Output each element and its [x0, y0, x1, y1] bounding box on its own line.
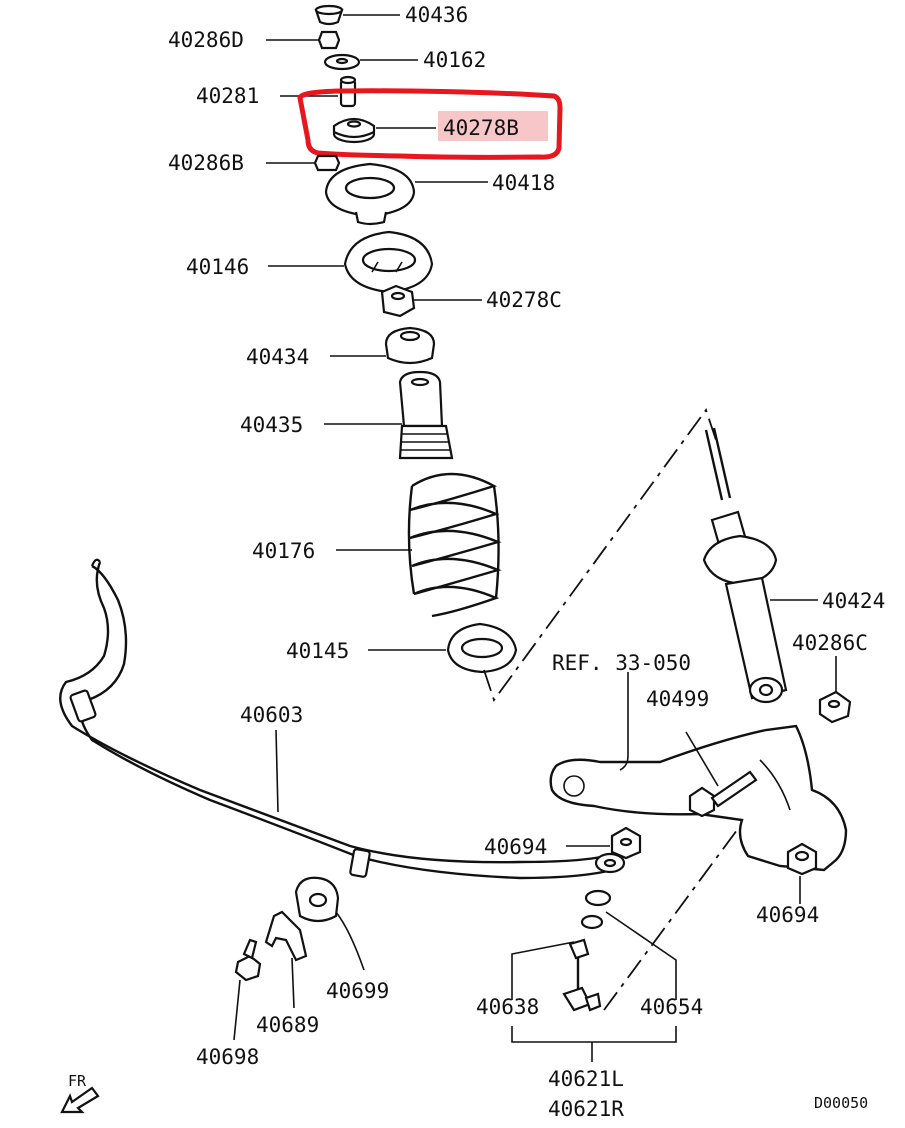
diagram-code: D00050 — [814, 1094, 868, 1112]
part-40286C-nut — [818, 690, 852, 724]
label-40146: 40146 — [186, 255, 249, 279]
part-40146-spring-seat — [343, 230, 434, 294]
leader-40654 — [605, 911, 677, 1000]
label-40162: 40162 — [423, 48, 486, 72]
link-dash-line — [603, 825, 741, 1011]
part-40436-cap — [314, 4, 344, 26]
leader-40638 — [511, 941, 575, 1000]
part-40603-stabilizer-bar — [59, 558, 626, 880]
highlight-fill-40278B — [438, 111, 548, 141]
label-40436: 40436 — [405, 3, 468, 27]
label-40434: 40434 — [246, 345, 309, 369]
part-40654-washer — [580, 889, 612, 930]
part-40424-shock-absorber — [702, 427, 788, 704]
label-40281: 40281 — [196, 84, 259, 108]
label-40435: 40435 — [240, 413, 303, 437]
leader-40699 — [335, 911, 365, 971]
part-40176-coil-spring — [407, 472, 502, 618]
highlight-box — [297, 88, 563, 160]
bracket-40621 — [511, 1026, 677, 1062]
label-40603: 40603 — [240, 703, 303, 727]
label-40424: 40424 — [822, 589, 885, 613]
part-lower-arm — [549, 724, 848, 872]
part-40435-dust-boot — [398, 370, 454, 460]
label-40638: 40638 — [476, 995, 539, 1019]
ref-leader — [619, 672, 629, 771]
part-40278C-bushing — [380, 284, 416, 318]
label-40694-right: 40694 — [756, 903, 819, 927]
label-40286B: 40286B — [168, 151, 244, 175]
label-40278C: 40278C — [486, 288, 562, 312]
part-40278B-bushing — [332, 117, 376, 144]
label-40286D: 40286D — [168, 28, 244, 52]
label-40621L: 40621L — [548, 1067, 624, 1091]
label-40694-left: 40694 — [484, 835, 547, 859]
label-40499: 40499 — [646, 687, 709, 711]
part-40434-bump-stop-cup — [384, 326, 436, 365]
label-ref: REF. 33-050 — [552, 651, 691, 675]
label-40418: 40418 — [492, 171, 555, 195]
part-40286B-nut — [313, 154, 341, 172]
part-40699-bushing — [294, 876, 340, 923]
part-40689-bracket — [264, 910, 308, 962]
label-40689: 40689 — [256, 1013, 319, 1037]
label-40176: 40176 — [252, 539, 315, 563]
part-40499-bolt — [688, 770, 758, 818]
label-40699: 40699 — [326, 979, 389, 1003]
label-40145: 40145 — [286, 639, 349, 663]
label-40621R: 40621R — [548, 1097, 624, 1121]
front-arrow-icon — [60, 1086, 100, 1114]
label-fr: FR — [68, 1072, 87, 1090]
label-40286C: 40286C — [792, 631, 868, 655]
part-40145-spring-pad — [446, 622, 518, 674]
part-40694-nut-right — [786, 842, 818, 876]
label-40654: 40654 — [640, 995, 703, 1019]
part-40418-top-mount — [324, 162, 416, 226]
part-40162-washer — [323, 53, 361, 71]
part-40286D-nut — [317, 30, 341, 50]
label-40698: 40698 — [196, 1045, 259, 1069]
assembly-dash-line — [483, 408, 717, 702]
label-40278B: 40278B — [443, 116, 519, 140]
part-40694-nut-left — [610, 826, 642, 860]
part-40638-link — [562, 938, 602, 1012]
part-40698-bolt — [234, 938, 262, 982]
